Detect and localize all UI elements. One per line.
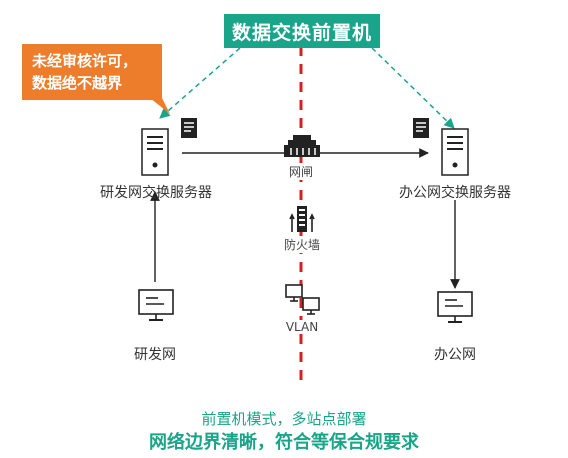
caption-headline: 网络边界清晰，符合等保合规要求 bbox=[149, 432, 419, 453]
callout-tail bbox=[150, 98, 170, 114]
right-server-icon bbox=[441, 128, 469, 176]
callout-line-1: 未经审核许可， bbox=[32, 52, 138, 70]
left-document-icon bbox=[181, 118, 197, 138]
vlan-label: VLAN bbox=[279, 320, 325, 334]
callout-line-2: 数据绝不越界 bbox=[32, 74, 123, 92]
left-server-label: 研发网交换服务器 bbox=[100, 185, 212, 201]
firewall-icon bbox=[289, 206, 315, 232]
left-monitor-icon bbox=[138, 289, 174, 321]
right-client-label: 办公网 bbox=[434, 347, 476, 363]
left-server-icon bbox=[141, 128, 169, 176]
title-to-left-server-line bbox=[159, 47, 241, 119]
right-monitor-icon bbox=[437, 291, 473, 323]
caption-subtitle: 前置机模式，多站点部署 bbox=[201, 410, 367, 428]
title-to-right-server-line bbox=[371, 47, 455, 129]
right-document-icon bbox=[413, 118, 429, 138]
callout-box: 未经审核许可， 数据绝不越界 bbox=[22, 44, 162, 100]
left-client-label: 研发网 bbox=[134, 347, 176, 363]
gateway-label: 网闸 bbox=[281, 163, 321, 180]
title-box: 数据交换前置机 bbox=[224, 14, 380, 48]
firewall-label: 防火墙 bbox=[276, 236, 328, 253]
right-server-label: 办公网交换服务器 bbox=[399, 185, 511, 201]
vlan-icon bbox=[285, 284, 320, 315]
gateway-icon bbox=[284, 135, 320, 157]
